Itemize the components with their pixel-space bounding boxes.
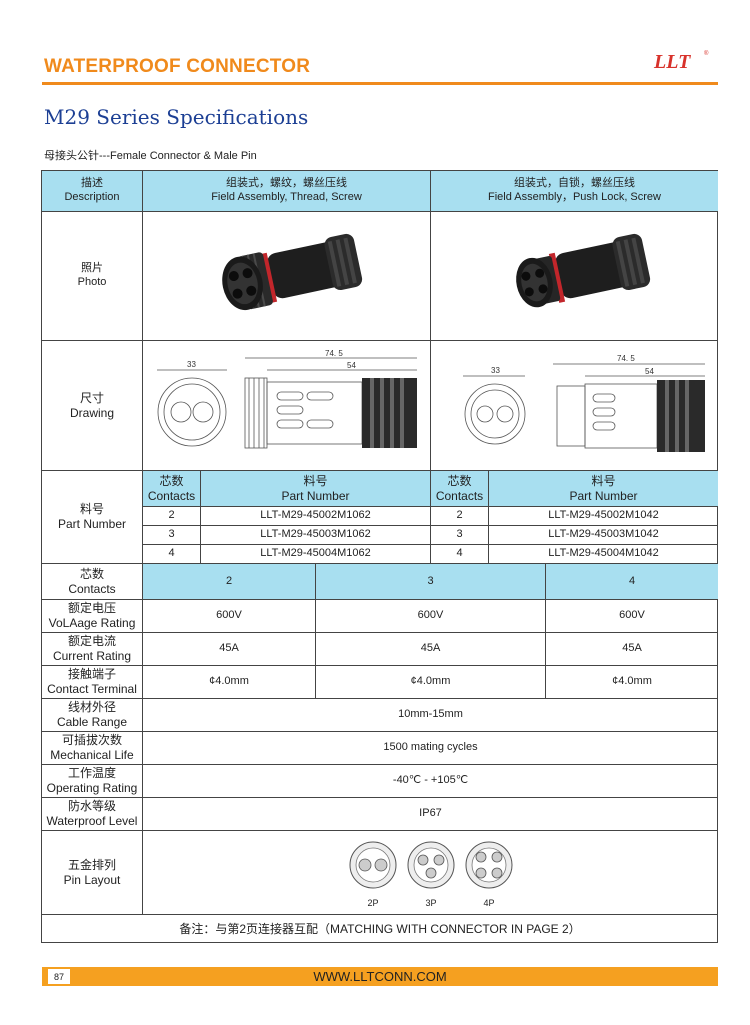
table-row: LLT-M29-45002M1062	[201, 507, 431, 526]
pn-left-contacts-header: 芯数 Contacts	[143, 471, 201, 507]
svg-text:LLT: LLT	[653, 51, 691, 73]
contacts-2-cell: 2	[143, 564, 316, 600]
photo-col1-cell	[143, 212, 431, 341]
cable-label-cell: 线材外径 Cable Range	[42, 699, 143, 732]
footer-url[interactable]: WWW.LLTCONN.COM	[313, 969, 447, 984]
current-label-cell: 额定电流 Current Rating	[42, 633, 143, 666]
current-value-cell: 45A	[546, 633, 718, 666]
voltage-value-cell: 600V	[143, 600, 316, 633]
photo-col2-cell	[431, 212, 718, 341]
cable-value-cell: 10mm-15mm	[143, 699, 718, 732]
voltage-value-cell: 600V	[546, 600, 718, 633]
table-row: LLT-M29-45004M1062	[201, 545, 431, 564]
pin-layout-cell: 2P 3P 4P	[143, 831, 718, 915]
table-row: 2	[143, 507, 201, 526]
operating-label-cell: 工作温度 Operating Rating	[42, 765, 143, 798]
pin-layout-diagram: 2P 3P 4P	[349, 841, 512, 908]
table-row: 4	[431, 545, 489, 564]
pn-left-partnumber-header: 料号 Part Number	[201, 471, 431, 507]
description-col1-cell: 组装式，螺纹，螺丝压线 Field Assembly, Thread, Scre…	[143, 171, 431, 212]
terminal-label-cell: 接触端子 Contact Terminal	[42, 666, 143, 699]
pin-3p: 3P	[407, 841, 454, 908]
drawing-col1-cell: 33 74. 5 54	[143, 341, 431, 471]
svg-text:®: ®	[704, 50, 709, 57]
table-row: 3	[143, 526, 201, 545]
terminal-value-cell: ¢4.0mm	[143, 666, 316, 699]
table-row: 4	[143, 545, 201, 564]
waterproof-label-cell: 防水等级 Waterproof Level	[42, 798, 143, 831]
svg-text:54: 54	[347, 361, 356, 370]
voltage-label-cell: 额定电压 VoLAage Rating	[42, 600, 143, 633]
footer-bar	[42, 967, 718, 986]
drawing-col2-cell: 33 74. 5 54	[431, 341, 718, 471]
drawing-label-cell: 尺寸 Drawing	[42, 341, 143, 471]
llt-logo: LLT ®	[653, 50, 709, 73]
pn-right-partnumber-header: 料号 Part Number	[489, 471, 718, 507]
svg-text:33: 33	[491, 366, 500, 375]
table-row: 2	[431, 507, 489, 526]
table-row: LLT-M29-45003M1062	[201, 526, 431, 545]
matching-note: 备注：与第2页连接器互配（MATCHING WITH CONNECTOR IN …	[179, 921, 581, 936]
svg-text:4P: 4P	[483, 898, 494, 908]
connector-photo-pushlock	[515, 233, 650, 308]
contacts-4-cell: 4	[546, 564, 718, 600]
connector-photo-thread	[221, 233, 362, 311]
page-title: M29 Series Specifications	[44, 105, 309, 129]
table-row: LLT-M29-45004M1042	[489, 545, 718, 564]
mechanical-value-cell: 1500 mating cycles	[143, 732, 718, 765]
terminal-value-cell: ¢4.0mm	[546, 666, 718, 699]
page-number: 87	[48, 969, 70, 984]
part-number-label-cell: 料号 Part Number	[42, 471, 143, 564]
svg-text:54: 54	[645, 367, 654, 376]
header-divider	[42, 82, 718, 85]
terminal-value-cell: ¢4.0mm	[316, 666, 546, 699]
pin-layout-label-cell: 五金排列 Pin Layout	[42, 831, 143, 915]
subtitle: 母接头公针---Female Connector & Male Pin	[44, 150, 257, 162]
contacts-3-cell: 3	[316, 564, 546, 600]
header-title: WATERPROOF CONNECTOR	[44, 56, 311, 77]
table-row: LLT-M29-45003M1042	[489, 526, 718, 545]
table-row: LLT-M29-45002M1042	[489, 507, 718, 526]
svg-text:74. 5: 74. 5	[617, 354, 635, 363]
spec-table: 描述 Description 组装式，螺纹，螺丝压线 Field Assembl…	[41, 170, 718, 943]
current-value-cell: 45A	[143, 633, 316, 666]
svg-text:33: 33	[187, 360, 196, 369]
current-value-cell: 45A	[316, 633, 546, 666]
pin-2p: 2P	[349, 841, 396, 908]
contacts-label-cell: 芯数 Contacts	[42, 564, 143, 600]
waterproof-value-cell: IP67	[143, 798, 718, 831]
svg-text:2P: 2P	[367, 898, 378, 908]
table-row: 3	[431, 526, 489, 545]
svg-text:3P: 3P	[425, 898, 436, 908]
photo-label-cell: 照片 Photo	[42, 212, 143, 341]
description-label-cell: 描述 Description	[42, 171, 143, 212]
voltage-value-cell: 600V	[316, 600, 546, 633]
pin-4p: 4P	[465, 841, 512, 908]
dimension-drawing-thread: 33 74. 5 54	[156, 349, 417, 448]
description-col2-cell: 组装式，自锁，螺丝压线 Field Assembly，Push Lock, Sc…	[431, 171, 718, 212]
dimension-drawing-pushlock: 33 74. 5 54	[462, 354, 705, 452]
svg-text:74. 5: 74. 5	[325, 349, 343, 358]
pn-right-contacts-header: 芯数 Contacts	[431, 471, 489, 507]
operating-value-cell: -40℃ - +105℃	[143, 765, 718, 798]
mechanical-label-cell: 可插拔次数 Mechanical Life	[42, 732, 143, 765]
